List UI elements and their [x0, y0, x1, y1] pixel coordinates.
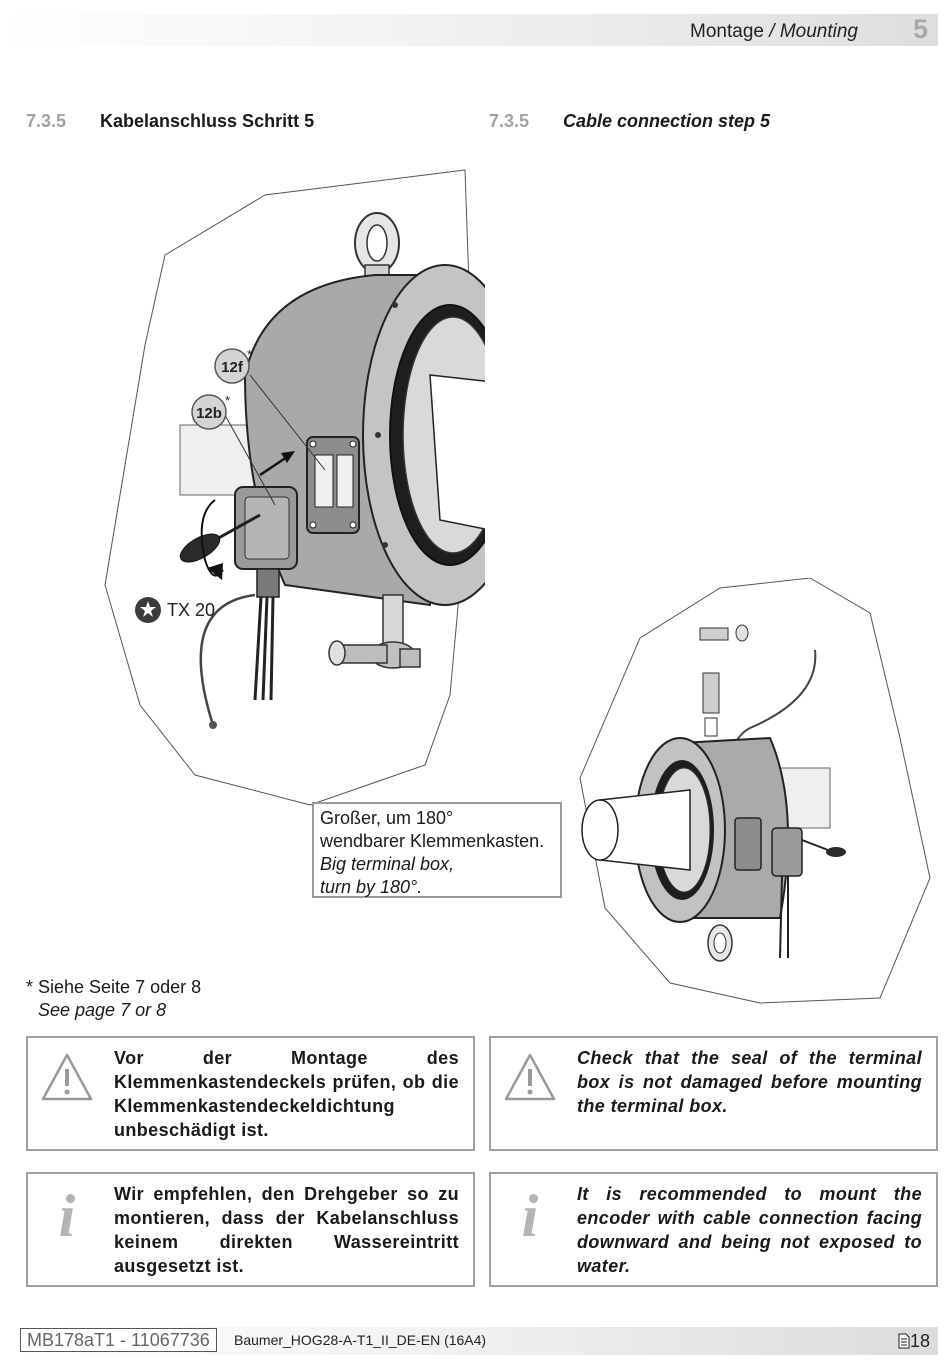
rotated-drawing [579, 578, 931, 1004]
info-text-en: It is recommended to mount the encoder w… [577, 1184, 922, 1276]
tool-label: TX 20 [167, 600, 215, 620]
info-icon: i [58, 1183, 76, 1249]
callout-12b [191, 394, 227, 430]
svg-text:*: * [225, 393, 230, 408]
svg-text:*: * [247, 347, 252, 362]
svg-text:12b: 12b [196, 405, 222, 422]
caption-en-line2: turn by 180°. [320, 877, 423, 897]
callout-12f [214, 348, 250, 384]
torque-support [328, 594, 421, 669]
warning-icon [504, 1053, 556, 1101]
page-number: 18 [909, 1331, 930, 1351]
warning-box-en: Check that the seal of the terminal box … [489, 1036, 938, 1151]
page-icon [898, 1333, 910, 1349]
footnote-de: * Siehe Seite 7 oder 8 [26, 977, 202, 997]
chapter-number: 5 [912, 14, 928, 44]
warning-text-en: Check that the seal of the terminal box … [577, 1048, 922, 1116]
footnote: * Siehe Seite 7 oder 8 See page 7 or 8 [26, 976, 201, 1022]
header-bar [0, 14, 938, 46]
info-text-de: Wir empfehlen, den Drehgeber so zu monti… [114, 1184, 459, 1276]
section-title-de: Kabelanschluss Schritt 5 [100, 111, 315, 131]
svg-text:12f: 12f [221, 359, 244, 376]
warning-box-de: Vor der Montage des Klemmenkastendeckels… [26, 1036, 475, 1151]
document-name: Baumer_HOG28-A-T1_II_DE-EN (16A4) [234, 1332, 487, 1348]
section-title-en: Cable connection step 5 [563, 111, 771, 131]
torx-icon [135, 597, 161, 623]
caption-en-line1: Big terminal box, [320, 854, 455, 874]
footnote-en: See page 7 or 8 [38, 1000, 167, 1020]
header-title-en: Mounting [779, 21, 858, 42]
header-title-de: Montage [690, 21, 764, 42]
warning-text-de: Vor der Montage des Klemmenkastendeckels… [114, 1048, 459, 1140]
warning-icon [41, 1053, 93, 1101]
header-title: Montage / Mounting [690, 21, 858, 43]
figure-caption: Großer, um 180° wendbarer Klemmenkasten.… [312, 802, 562, 898]
section-number-de: 7.3.5 [26, 111, 67, 131]
caption-de-line1: Großer, um 180° [320, 808, 454, 828]
info-icon: i [521, 1183, 539, 1249]
info-box-en: i It is recommended to mount the encoder… [489, 1172, 938, 1287]
main-drawing: 12f * 12b * TX 20 [104, 169, 485, 806]
info-box-de: i Wir empfehlen, den Drehgeber so zu mon… [26, 1172, 475, 1287]
header-separator: / [763, 21, 780, 42]
document-id: MB178aT1 - 11067736 [20, 1328, 217, 1352]
terminal-plate [306, 436, 360, 534]
caption-de-line2: wendbarer Klemmenkasten. [320, 831, 545, 851]
section-number-en: 7.3.5 [489, 111, 530, 131]
terminal-box [199, 486, 298, 729]
